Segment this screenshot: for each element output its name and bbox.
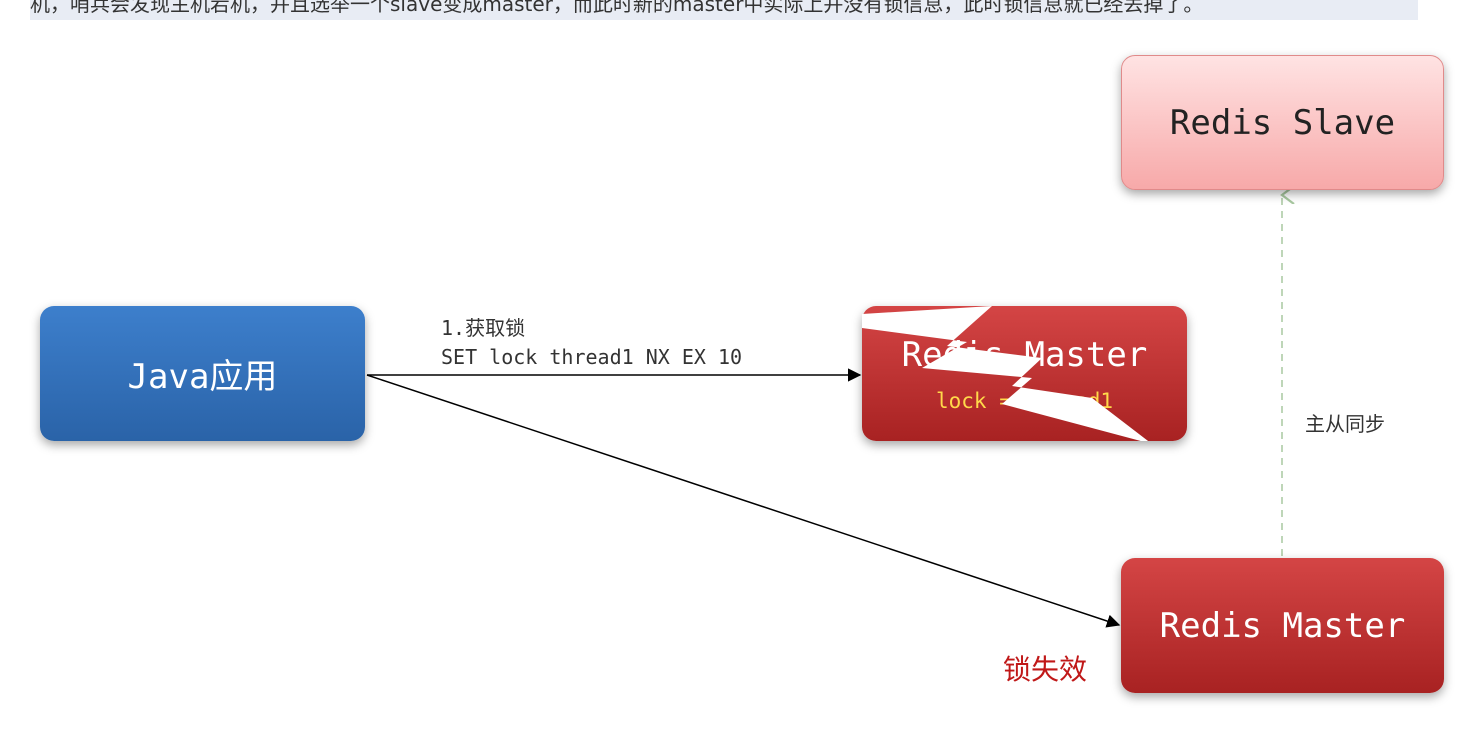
- lock-lost-arrow: [366, 374, 1121, 628]
- java-app-label: Java应用: [127, 357, 278, 397]
- caption-text: 机，哨兵会发现主机宕机，并且选举一个slave变成master，而此时新的mas…: [30, 0, 1418, 20]
- redis-slave-label: Redis Slave: [1169, 102, 1396, 143]
- lightning-bolt-icon: [862, 306, 1149, 441]
- sync-label: 主从同步: [1305, 412, 1385, 436]
- lock-invalid-label: 锁失效: [1003, 653, 1088, 686]
- redis-master-new-label: Redis Master: [1159, 605, 1406, 646]
- redis-master-new-node: Redis Master: [1121, 558, 1444, 693]
- redis-slave-node: Redis Slave: [1121, 55, 1444, 190]
- acquire-lock-annotation: 1.获取锁 SET lock thread1 NX EX 10: [441, 314, 742, 372]
- java-app-node: Java应用: [40, 306, 365, 441]
- acquire-command-label: SET lock thread1 NX EX 10: [441, 345, 743, 369]
- acquire-step-label: 1.获取锁: [441, 316, 526, 340]
